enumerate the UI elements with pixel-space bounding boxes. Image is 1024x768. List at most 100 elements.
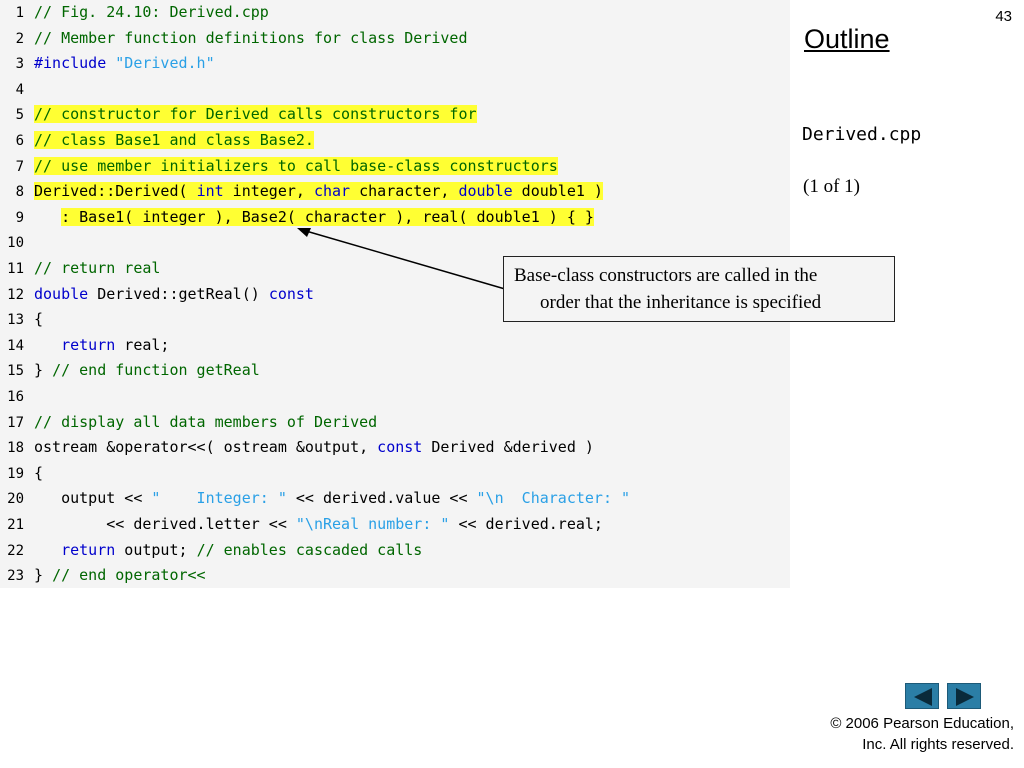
code-text: // return real bbox=[34, 256, 160, 282]
code-token: { bbox=[34, 463, 44, 482]
line-number: 11 bbox=[7, 261, 24, 277]
code-text: return real; bbox=[34, 333, 169, 359]
code-token: } bbox=[34, 361, 53, 380]
code-token: "Derived.h" bbox=[115, 54, 215, 73]
code-line-11: 11 // return real bbox=[0, 256, 160, 282]
code-token: // Fig. 24.10: Derived.cpp bbox=[34, 3, 269, 21]
code-line-23: 23 } // end operator<< bbox=[0, 563, 206, 589]
copyright-line-2: Inc. All rights reserved. bbox=[862, 736, 1014, 753]
file-name: Derived.cpp bbox=[802, 124, 922, 145]
line-number: 16 bbox=[7, 389, 24, 405]
code-token: "\nReal number: " bbox=[295, 515, 450, 533]
line-number: 7 bbox=[15, 158, 24, 175]
code-line-3: 3#include "Derived.h" bbox=[0, 51, 215, 77]
code-text: } // end operator<< bbox=[34, 563, 206, 589]
code-line-16: 16 bbox=[0, 384, 34, 410]
code-token: // constructor for Derived calls constru… bbox=[34, 105, 477, 124]
line-number: 3 bbox=[15, 56, 24, 73]
code-line-6: 6// class Base1 and class Base2. bbox=[0, 128, 314, 154]
code-token: << derived.letter << bbox=[34, 515, 296, 533]
code-token: // Member function definitions for class… bbox=[34, 28, 468, 47]
code-token: const bbox=[377, 438, 423, 457]
code-token: ostream &operator<<( ostream &output, bbox=[34, 438, 378, 457]
callout-box: Base-class constructors are called in th… bbox=[503, 256, 895, 322]
code-text: output << " Integer: " << derived.value … bbox=[34, 486, 630, 512]
code-token: int bbox=[196, 182, 224, 201]
next-slide-button[interactable] bbox=[947, 683, 981, 709]
line-number: 20 bbox=[7, 491, 24, 508]
code-text: // Fig. 24.10: Derived.cpp bbox=[34, 0, 269, 26]
code-token: real; bbox=[115, 335, 170, 354]
code-token: integer, bbox=[223, 182, 314, 201]
code-token: double bbox=[34, 284, 89, 303]
code-line-15: 15} // end function getReal bbox=[0, 358, 260, 384]
code-token: double bbox=[458, 182, 513, 201]
copyright: © 2006 Pearson Education, Inc. All right… bbox=[830, 713, 1014, 755]
arrowhead-icon bbox=[297, 228, 311, 237]
code-text: return output; // enables cascaded calls bbox=[34, 538, 422, 564]
code-token: << derived.real; bbox=[449, 515, 603, 533]
code-line-17: 17 // display all data members of Derived bbox=[0, 410, 377, 436]
code-text: { bbox=[34, 307, 43, 333]
outline-title[interactable]: Outline bbox=[804, 24, 890, 54]
line-number: 8 bbox=[15, 184, 24, 201]
line-number: 14 bbox=[7, 337, 24, 354]
code-token: << derived.value << bbox=[286, 489, 477, 508]
code-text: Derived::Derived( int integer, char char… bbox=[34, 179, 603, 205]
previous-slide-button[interactable] bbox=[905, 683, 939, 709]
code-text: { bbox=[34, 461, 43, 487]
line-number: 9 bbox=[15, 209, 24, 226]
code-line-9: 9 : Base1( integer ), Base2( character )… bbox=[0, 205, 594, 231]
code-line-20: 20 output << " Integer: " << derived.val… bbox=[0, 486, 630, 512]
code-line-4: 4 bbox=[0, 77, 34, 103]
code-line-2: 2 // Member function definitions for clas… bbox=[0, 26, 468, 52]
code-text: // use member initializers to call base-… bbox=[34, 154, 558, 180]
code-line-10: 10 bbox=[0, 230, 34, 256]
code-token: Derived::Derived( bbox=[34, 182, 197, 201]
line-number: 4 bbox=[15, 81, 24, 98]
triangle-right-icon bbox=[956, 688, 974, 706]
page-number: 43 bbox=[995, 8, 1012, 25]
page-info: (1 of 1) bbox=[803, 176, 860, 197]
code-line-5: 5 // constructor for Derived calls constr… bbox=[0, 102, 477, 128]
code-token: output; bbox=[115, 540, 197, 559]
code-line-7: 7 // use member initializers to call base… bbox=[0, 154, 558, 180]
code-token: // display all data members of Derived bbox=[34, 412, 378, 431]
code-line-19: 19 { bbox=[0, 461, 43, 487]
line-number: 19 bbox=[7, 465, 24, 482]
code-token: // end operator<< bbox=[52, 566, 206, 585]
code-token: : Base1( integer ), Base2( character ), … bbox=[61, 207, 594, 226]
callout-line-2: order that the inheritance is specified bbox=[540, 292, 822, 313]
code-text: ostream &operator<<( ostream &output, co… bbox=[34, 435, 594, 461]
code-token: output << bbox=[34, 489, 152, 508]
line-number: 5 bbox=[15, 107, 24, 124]
code-token: character, bbox=[350, 182, 459, 201]
code-line-21: 21 << derived.letter << "\nReal number: … bbox=[0, 512, 603, 538]
callout-line-1: Base-class constructors are called in th… bbox=[514, 265, 818, 286]
line-number: 10 bbox=[7, 235, 24, 252]
code-text: } // end function getReal bbox=[34, 358, 260, 384]
line-number: 18 bbox=[7, 440, 24, 457]
line-number: 23 bbox=[7, 568, 24, 585]
line-number: 21 bbox=[7, 517, 24, 533]
line-number: 13 bbox=[7, 312, 24, 329]
code-token: " Integer: " bbox=[151, 489, 287, 508]
line-number: 12 bbox=[7, 286, 24, 303]
code-line-22: 22 return output; // enables cascaded ca… bbox=[0, 538, 422, 564]
code-token: { bbox=[34, 310, 44, 329]
code-line-1: 1 // Fig. 24.10: Derived.cpp bbox=[0, 0, 269, 26]
code-token: // end function getReal bbox=[52, 361, 260, 380]
code-text: // Member function definitions for class… bbox=[34, 26, 467, 52]
line-number: 2 bbox=[15, 30, 24, 47]
line-number: 1 bbox=[15, 5, 24, 21]
line-number: 17 bbox=[7, 414, 24, 431]
code-token: return bbox=[61, 335, 116, 354]
code-text: : Base1( integer ), Base2( character ), … bbox=[34, 205, 594, 231]
code-text: // constructor for Derived calls constru… bbox=[34, 102, 477, 128]
code-text: // display all data members of Derived bbox=[34, 410, 377, 436]
code-token: return bbox=[61, 540, 116, 559]
code-token: double1 ) bbox=[512, 182, 603, 201]
code-line-18: 18 ostream &operator<<( ostream &output, … bbox=[0, 435, 594, 461]
